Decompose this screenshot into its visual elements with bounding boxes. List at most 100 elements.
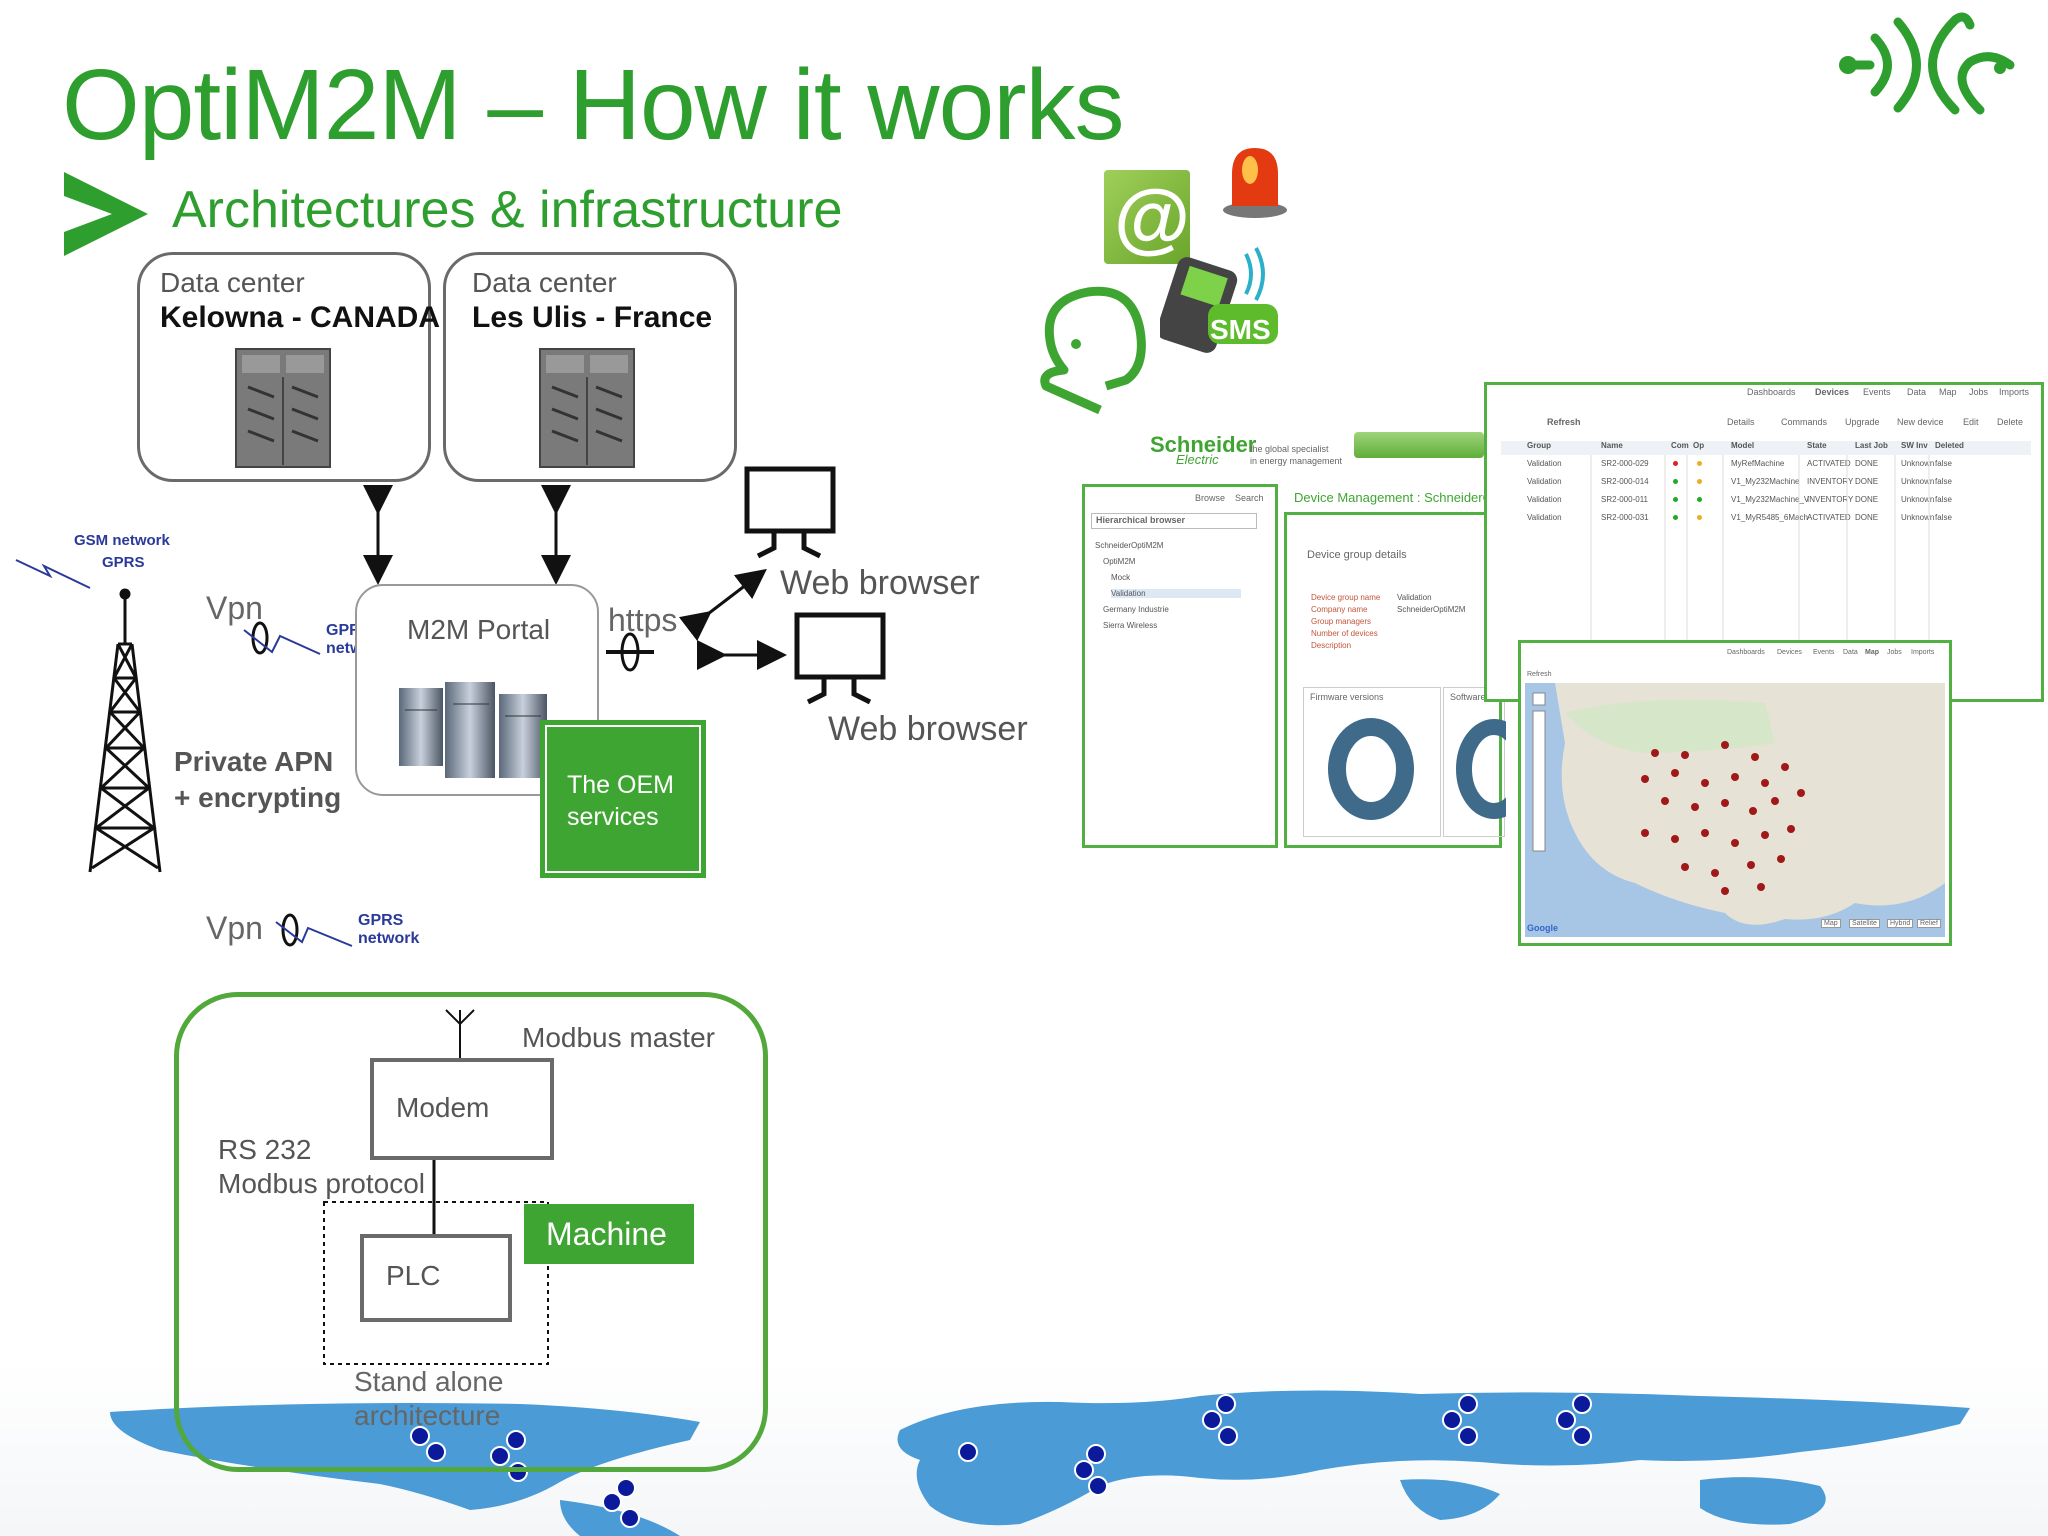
tree-item[interactable]: Sierra Wireless [1103,621,1158,630]
oem-line1: The OEM [567,771,674,799]
cell-name: SR2-000-031 [1601,513,1649,522]
search-tab[interactable]: Search [1235,493,1264,503]
gprs-label: GPRS [358,912,404,929]
vpn-label: Vpn [206,910,263,946]
detail-label: Device group name [1311,593,1381,602]
map-refresh-button[interactable]: Refresh [1527,671,1552,678]
alarm-beacon-icon [1223,148,1287,218]
status-dot [1697,497,1702,502]
tab-map[interactable]: Map [1865,649,1879,656]
tab-events[interactable]: Events [1813,649,1835,656]
table-row[interactable]: Validation SR2-000-014 V1_My232Machine I… [1501,477,2031,495]
col-header[interactable]: Op [1693,441,1705,450]
relief-button[interactable]: Relief [1917,919,1941,928]
col-header[interactable]: Name [1601,441,1623,450]
email-icon: @ [1104,170,1190,264]
tab-data[interactable]: Data [1843,649,1858,656]
cell-last-job: DONE [1855,513,1879,522]
satellite-button[interactable]: Satellite [1849,919,1880,928]
browse-tab[interactable]: Browse [1195,493,1226,503]
table-row[interactable]: Validation SR2-000-031 V1_MyR5485_6Mach … [1501,513,2031,531]
toolbar-edit[interactable]: Edit [1963,417,1979,427]
map-button[interactable]: Map [1821,919,1841,928]
cell-last-job: DONE [1855,477,1879,486]
tab-jobs[interactable]: Jobs [1969,387,1989,397]
refresh-button[interactable]: Refresh [1547,417,1581,427]
cell-state: INVENTORY [1807,495,1854,504]
google-logo: Google [1527,923,1558,933]
devices-toolbar: Details Commands Upgrade New device Edit… [1727,417,2037,429]
tree-item[interactable]: Germany Industrie [1103,605,1169,614]
col-header[interactable]: SW Inv [1901,441,1928,450]
server-cluster-icon [399,682,547,778]
datacenter-location: Les Ulis - France [472,301,713,334]
status-dot [1697,461,1702,466]
table-row[interactable]: Validation SR2-000-011 V1_My232Machine_V… [1501,495,2031,513]
tab-imports[interactable]: Imports [1911,649,1935,656]
map-view[interactable] [1525,683,1945,937]
cell-deleted: false [1935,513,1952,522]
toolbar-upgrade[interactable]: Upgrade [1845,417,1880,427]
table-grid [1590,455,1930,695]
cell-model: V1_MyR5485_6Mach [1731,513,1808,522]
cell-model: V1_My232Machine [1731,477,1800,486]
cell-state: ACTIVATED [1807,513,1851,522]
plc-box: PLC [360,1234,512,1322]
tab-dashboards[interactable]: Dashboards [1727,649,1765,656]
toolbar-delete[interactable]: Delete [1997,417,2024,427]
map-tabs: Dashboards Devices Events Data Map Jobs … [1727,649,1947,661]
tab-devices[interactable]: Devices [1815,387,1850,397]
schneider-logo: Schneider [1150,432,1257,457]
toolbar-commands[interactable]: Commands [1781,417,1828,427]
sms-label: SMS [1210,314,1271,345]
status-dot [1673,479,1678,484]
firmware-chart: Firmware versions [1303,687,1441,837]
device-group-details-title: Device group details [1307,549,1407,561]
tree-item[interactable]: Mock [1111,573,1131,582]
donut-chart-icon [1456,719,1506,819]
vpn-label: Vpn [206,590,263,626]
modem-label: Modem [396,1092,490,1123]
tree-item[interactable]: OptiM2M [1103,557,1136,566]
cell-sw-inv: Unknown [1901,495,1935,504]
table-header: Group Name Com Op Model State Last Job S… [1501,441,2031,455]
schneider-logo-sub: Electric [1176,452,1219,467]
tab-dashboards[interactable]: Dashboards [1747,387,1796,397]
tab-events[interactable]: Events [1863,387,1891,397]
tree-item[interactable]: SchneiderOptiM2M [1095,541,1164,550]
cell-sw-inv: Unknown [1901,459,1935,468]
col-header[interactable]: State [1807,441,1827,450]
tab-data[interactable]: Data [1907,387,1927,397]
network-label: network [358,930,420,947]
cell-deleted: false [1935,459,1952,468]
col-header[interactable]: Group [1527,441,1551,450]
toolbar-details[interactable]: Details [1727,417,1755,427]
col-header[interactable]: Deleted [1935,441,1964,450]
oem-services-box: The OEM services [540,720,706,878]
table-row[interactable]: Validation SR2-000-029 MyRefMachine ACTI… [1501,459,2031,477]
modem-box: Modem [370,1058,554,1160]
cell-name: SR2-000-011 [1601,495,1648,504]
hier-dropdown[interactable]: Hierarchical browser [1091,513,1257,529]
machine-box: Machine [524,1204,694,1264]
tab-imports[interactable]: Imports [1999,387,2030,397]
col-header[interactable]: Com [1671,441,1689,450]
tab-jobs[interactable]: Jobs [1887,649,1902,656]
world-map [0,1360,2048,1536]
col-header[interactable]: Last Job [1855,441,1888,450]
gsm-gprs-label: GPRS [102,554,145,571]
tree-item[interactable]: Validation [1111,589,1241,598]
https-label: https [608,602,678,638]
hier-dropdown-label: Hierarchical browser [1096,515,1186,525]
web-browser-label: Web browser [828,710,1028,748]
vpn-tunnel-icon [275,913,353,947]
hybrid-button[interactable]: Hybrid [1887,919,1914,928]
plc-label: PLC [386,1260,441,1291]
tab-devices[interactable]: Devices [1777,649,1802,656]
tab-map[interactable]: Map [1939,387,1957,397]
cell-last-job: DONE [1855,495,1879,504]
toolbar-new-device[interactable]: New device [1897,417,1944,427]
page-title: OptiM2M – How it works [62,49,1125,161]
col-header[interactable]: Model [1731,441,1755,450]
